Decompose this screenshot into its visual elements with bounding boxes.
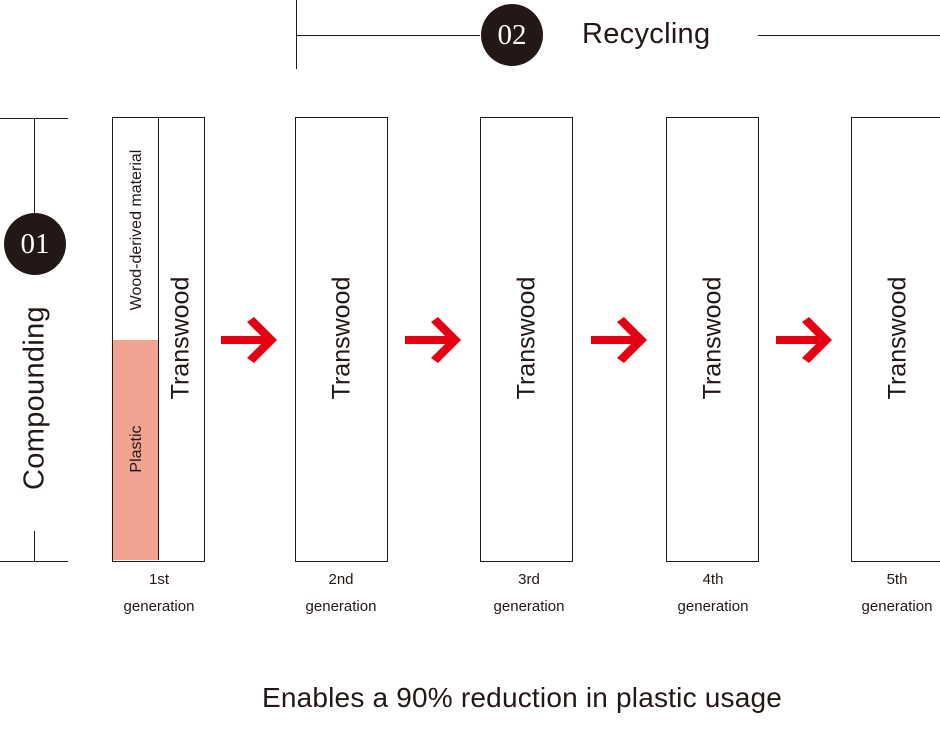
generation-word: generation	[123, 598, 195, 615]
fifth-generation-product-label: Transwood	[883, 276, 912, 400]
compounding-step-number: 01	[20, 227, 50, 260]
fourth-generation-label: 4th generation	[653, 566, 773, 620]
third-generation-label: 3rd generation	[469, 566, 589, 620]
wood-material-segment	[113, 118, 159, 340]
recycling-bracket-left-tick	[296, 0, 297, 69]
wood-derived-material-label: Wood-derived material	[128, 149, 145, 311]
recycling-step-number: 02	[497, 18, 527, 51]
generation-word: generation	[493, 598, 565, 615]
compounding-bracket-line-top	[34, 118, 35, 214]
third-generation-box	[480, 117, 573, 562]
generation-word: generation	[861, 598, 933, 615]
generation-ordinal: 5th	[886, 571, 908, 588]
generation-ordinal: 2nd	[328, 571, 354, 588]
generation-ordinal: 4th	[702, 571, 724, 588]
right-arrow-icon	[405, 317, 461, 363]
first-generation-label: 1st generation	[99, 566, 219, 620]
first-generation-box	[112, 117, 205, 562]
fifth-generation-label: 5th generation	[837, 566, 940, 620]
third-generation-product-label: Transwood	[512, 276, 541, 400]
generation-ordinal: 3rd	[518, 571, 540, 588]
compounding-bracket-bottom-tick	[0, 561, 68, 562]
plastic-reduction-caption: Enables a 90% reduction in plastic usage	[261, 682, 783, 713]
fourth-generation-box	[666, 117, 759, 562]
right-arrow-icon	[591, 317, 647, 363]
recycling-step-badge: 02	[481, 4, 543, 66]
right-arrow-icon	[221, 317, 277, 363]
right-arrow-icon	[776, 317, 832, 363]
second-generation-label: 2nd generation	[281, 566, 401, 620]
generation-ordinal: 1st	[148, 571, 169, 588]
fourth-generation-product-label: Transwood	[698, 276, 727, 400]
first-generation-product-label: Transwood	[166, 276, 195, 400]
recycling-label: Recycling	[582, 18, 711, 50]
generation-word: generation	[305, 598, 377, 615]
plastic-segment	[113, 340, 159, 560]
plastic-label: Plastic	[128, 425, 145, 473]
generation-word: generation	[677, 598, 749, 615]
recycling-bracket-line-right	[758, 35, 940, 36]
recycling-bracket-line-left	[296, 35, 480, 36]
second-generation-box	[295, 117, 388, 562]
second-generation-product-label: Transwood	[327, 276, 356, 400]
compounding-bracket-line-bottom	[34, 531, 35, 561]
fifth-generation-box	[851, 117, 940, 562]
compounding-label: Compounding	[18, 306, 51, 490]
compounding-step-badge: 01	[4, 213, 66, 275]
